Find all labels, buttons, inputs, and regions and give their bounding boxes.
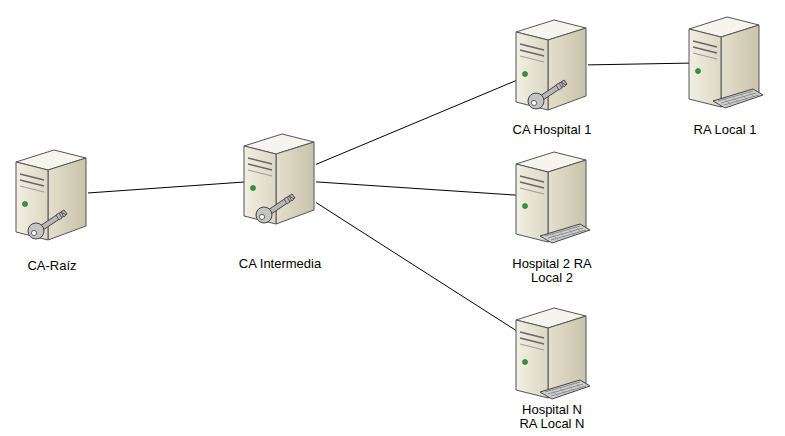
ra-server-icon bbox=[685, 15, 765, 110]
server-node: Hospital 2 RA Local 2 bbox=[512, 150, 592, 286]
node-label: Hospital 2 RA Local 2 bbox=[512, 257, 592, 286]
connector-stroke bbox=[316, 182, 516, 195]
server-node: CA Hospital 1 bbox=[512, 18, 592, 137]
ca-server-icon bbox=[12, 148, 92, 243]
ca-server-icon bbox=[512, 18, 592, 113]
server-node: CA-Raíz bbox=[12, 148, 92, 273]
node-label: RA Local 1 bbox=[694, 123, 757, 137]
ra-server-icon bbox=[512, 306, 592, 401]
ca-server-icon bbox=[240, 132, 320, 227]
server-node: RA Local 1 bbox=[685, 15, 765, 137]
connector-line bbox=[316, 182, 516, 195]
server-node: Hospital N RA Local N bbox=[512, 306, 592, 432]
connector-line bbox=[588, 63, 689, 65]
connector-line bbox=[316, 81, 516, 165]
connector-stroke bbox=[316, 81, 516, 165]
node-label: Hospital N RA Local N bbox=[512, 403, 592, 432]
node-label: CA-Raíz bbox=[27, 259, 76, 273]
node-label: CA Hospital 1 bbox=[513, 123, 592, 137]
connector-line bbox=[316, 203, 516, 331]
node-label: CA Intermedia bbox=[239, 257, 321, 271]
connector-stroke bbox=[316, 203, 516, 331]
connector-stroke bbox=[588, 63, 689, 65]
ra-server-icon bbox=[512, 150, 592, 245]
connector-line bbox=[88, 182, 244, 193]
connector-stroke bbox=[88, 182, 244, 193]
server-node: CA Intermedia bbox=[239, 132, 321, 271]
